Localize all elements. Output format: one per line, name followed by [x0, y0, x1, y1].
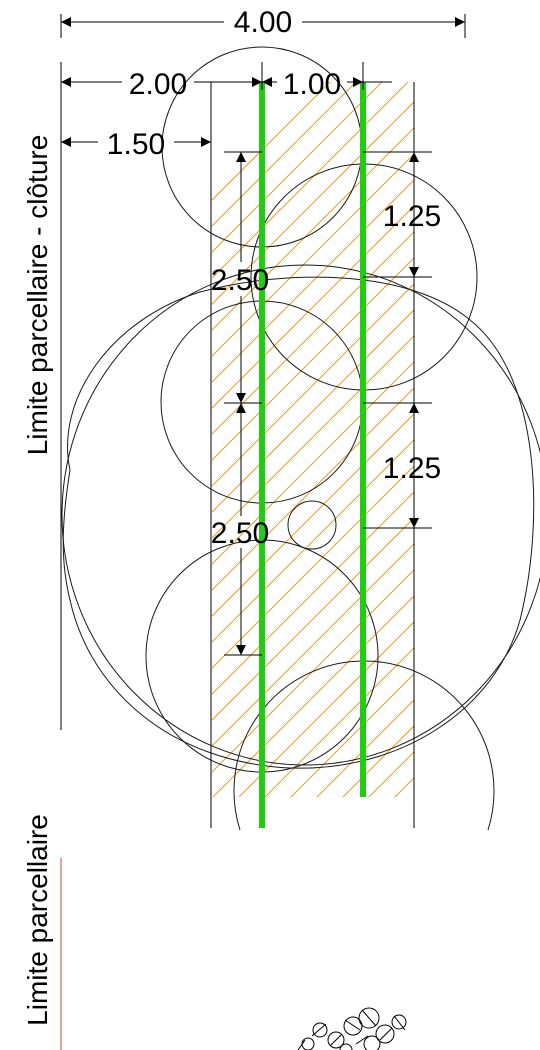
hatch-line — [212, 283, 414, 487]
hatch-line — [212, 309, 414, 513]
hatch-line — [212, 231, 414, 435]
boundary-fence-label: Limite parcellaire - clôture — [22, 135, 53, 456]
hatch-line — [212, 82, 357, 227]
shrub-symbol — [297, 1007, 407, 1050]
left-offset-dim: 2.00 — [129, 68, 187, 101]
right-spacing-dim-top: 1.25 — [383, 200, 441, 233]
hatch-line — [212, 413, 414, 617]
hatch-line — [212, 179, 414, 383]
hatch-line — [368, 751, 414, 797]
hatch-line — [212, 82, 409, 279]
hatch-line — [290, 673, 414, 797]
boundary-label: Limite parcellaire — [22, 814, 53, 1026]
hatch-line — [212, 335, 414, 539]
hatch-line — [212, 82, 383, 253]
hatch-line — [212, 439, 414, 643]
left-spacing-dim-bottom: 2.50 — [211, 517, 269, 550]
right-spacing-dim-bottom: 1.25 — [383, 452, 441, 485]
hatch-line — [264, 647, 414, 797]
hatch-line — [212, 595, 414, 797]
tree-canopy-outline — [62, 276, 535, 769]
hatch-line — [212, 127, 414, 331]
hatch-line — [212, 543, 414, 747]
hatch-line — [496, 80, 540, 800]
hatch-line — [212, 101, 414, 305]
hatch-line — [212, 257, 414, 461]
hatch-line — [212, 387, 414, 591]
hatch-line — [212, 153, 414, 357]
overall-width-dim: 4.00 — [234, 6, 292, 39]
planting-strip-hatch — [212, 80, 540, 800]
hatch-line — [212, 205, 414, 409]
hatch-line — [212, 361, 414, 565]
hatch-line — [238, 621, 414, 797]
fence-offset-dim: 1.50 — [107, 128, 165, 161]
row-spacing-dim: 1.00 — [283, 68, 341, 101]
hatch-line — [212, 517, 414, 721]
hatch-line — [418, 80, 540, 800]
left-spacing-dim-top: 2.50 — [211, 264, 269, 297]
shrub-canopy-circle — [287, 500, 337, 550]
hatch-line — [444, 80, 540, 800]
hatch-line — [212, 491, 414, 695]
tree-canopy-outline — [61, 264, 540, 766]
hatch-line — [212, 569, 414, 773]
hatch-line — [316, 699, 414, 797]
